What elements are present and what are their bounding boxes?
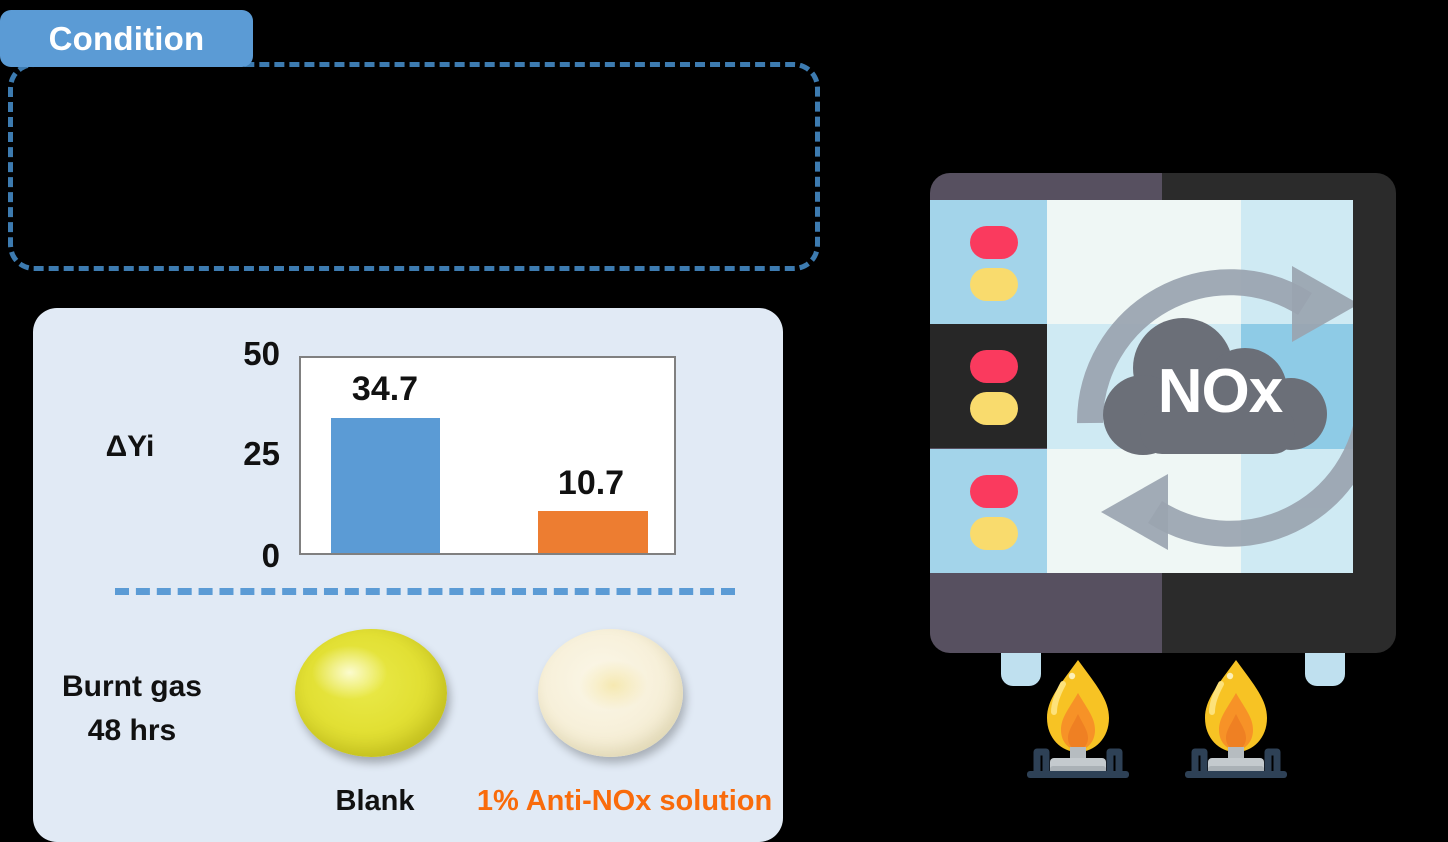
y-tick-0: 0 (261, 537, 280, 574)
indicator-lamp-column (930, 200, 1047, 573)
y-tick-25: 25 (243, 435, 280, 472)
chart-y-axis-label: ΔYi (105, 430, 155, 463)
nox-cloud-label: NOx (1157, 357, 1283, 426)
cream-pellet-photo (538, 629, 683, 757)
bar-chart-plot-area: 34.7 10.7 (299, 356, 676, 555)
chamber-leg (1305, 653, 1345, 686)
indicator-lamp-red (970, 226, 1018, 259)
y-tick-50: 50 (243, 335, 280, 372)
condition-tab[interactable]: Condition (0, 10, 253, 67)
nox-test-chamber: NOx (930, 173, 1396, 653)
gas-burner-icon (1027, 660, 1129, 778)
nox-cloud-icon (1103, 318, 1327, 455)
indicator-lamp-red (970, 475, 1018, 508)
sample-label-anti-nox: 1% Anti-NOx solution (476, 785, 773, 817)
condition-box (8, 62, 820, 271)
yellow-pellet-photo (295, 629, 447, 757)
bar-anti-nox (538, 511, 648, 553)
indicator-cell (930, 449, 1047, 573)
bar-value-blank: 34.7 (351, 370, 419, 408)
indicator-lamp-yellow (970, 392, 1018, 425)
chart-y-ticks: 50 25 0 (190, 335, 280, 575)
sample-condition-text: Burnt gas 48 hrs (52, 665, 212, 752)
sample-condition-line2: 48 hrs (87, 713, 177, 747)
chamber-window: NOx (930, 200, 1353, 573)
indicator-lamp-red (970, 350, 1018, 383)
sample-condition-line1: Burnt gas (61, 670, 202, 703)
indicator-cell (930, 324, 1047, 448)
sample-label-blank: Blank (335, 785, 415, 817)
gas-burner-icon (1185, 660, 1287, 778)
condition-tab-label: Condition (48, 19, 205, 57)
indicator-cell (930, 200, 1047, 324)
panel-divider (115, 588, 735, 595)
bar-blank (331, 417, 440, 553)
chamber-leg (1001, 653, 1041, 686)
indicator-lamp-yellow (970, 517, 1018, 550)
indicator-lamp-yellow (970, 268, 1018, 301)
recycle-arrows-icon (1076, 266, 1353, 550)
bar-value-anti-nox: 10.7 (557, 464, 625, 502)
